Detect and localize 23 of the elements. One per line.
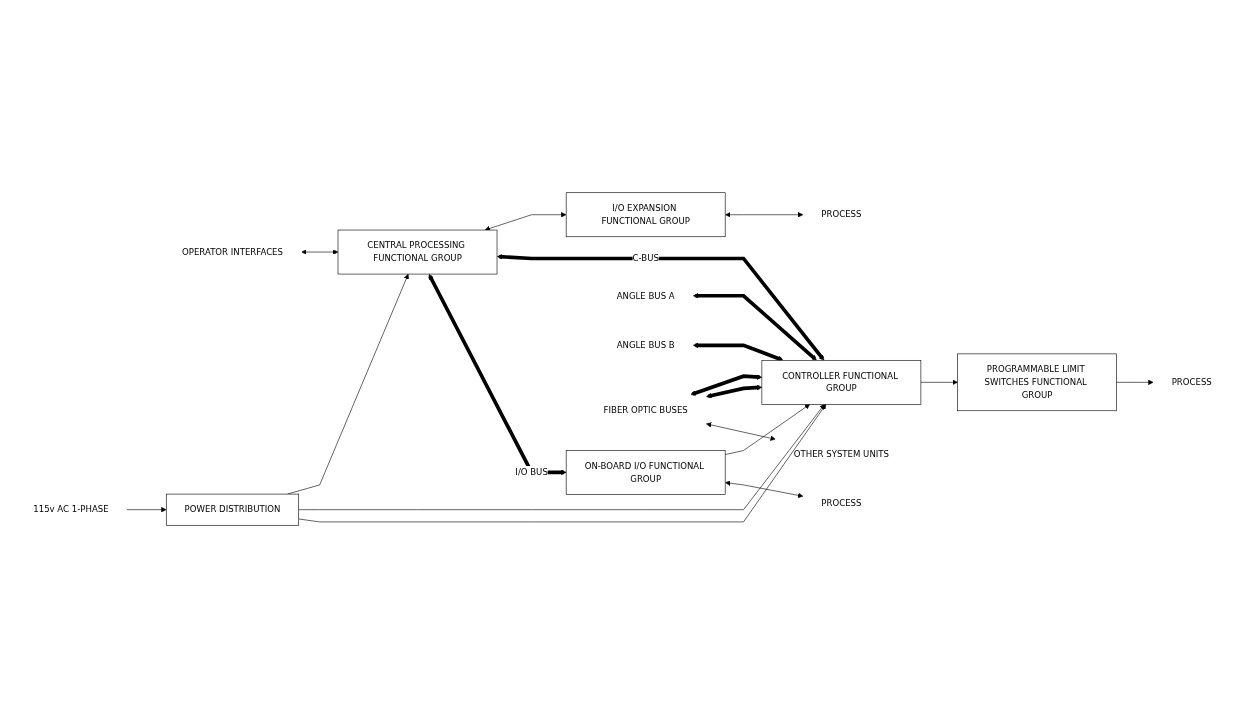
node-text: PROCESS: [1171, 376, 1212, 387]
node-text: FIBER OPTIC BUSES: [603, 404, 688, 415]
node-text: PROCESS: [821, 497, 862, 508]
arrow: [693, 292, 817, 361]
node-text: ANGLE BUS A: [616, 290, 675, 300]
node-box: POWER DISTRIBUTION: [165, 493, 299, 526]
arrow: [428, 273, 567, 475]
node-text: PROCESS: [821, 209, 862, 219]
edge-label: I/O BUS: [515, 466, 548, 477]
node-box: CONTROLLER FUNCTIONAL GROUP: [761, 359, 922, 405]
arrow: [693, 342, 784, 361]
node-box: PROGRAMMABLE LIMIT SWITCHES FUNCTIONAL GROUP: [957, 353, 1117, 411]
arrow: [690, 373, 763, 396]
node-text: ANGLE BUS B: [616, 339, 675, 350]
node-text: OTHER SYSTEM UNITS: [793, 448, 889, 459]
arrow: [497, 253, 825, 361]
edge-label: C-BUS: [632, 252, 659, 263]
node-text: OPERATOR INTERFACES: [182, 246, 283, 257]
node-box: ON-BOARD I/O FUNCTIONAL GROUP: [565, 449, 726, 495]
node-box: I/O EXPANSION FUNCTIONAL GROUP: [565, 191, 726, 237]
node-box: CENTRAL PROCESSING FUNCTIONAL GROUP: [337, 229, 498, 274]
arrow: [706, 384, 763, 398]
node-text: 115v AC 1-PHASE: [33, 503, 109, 514]
